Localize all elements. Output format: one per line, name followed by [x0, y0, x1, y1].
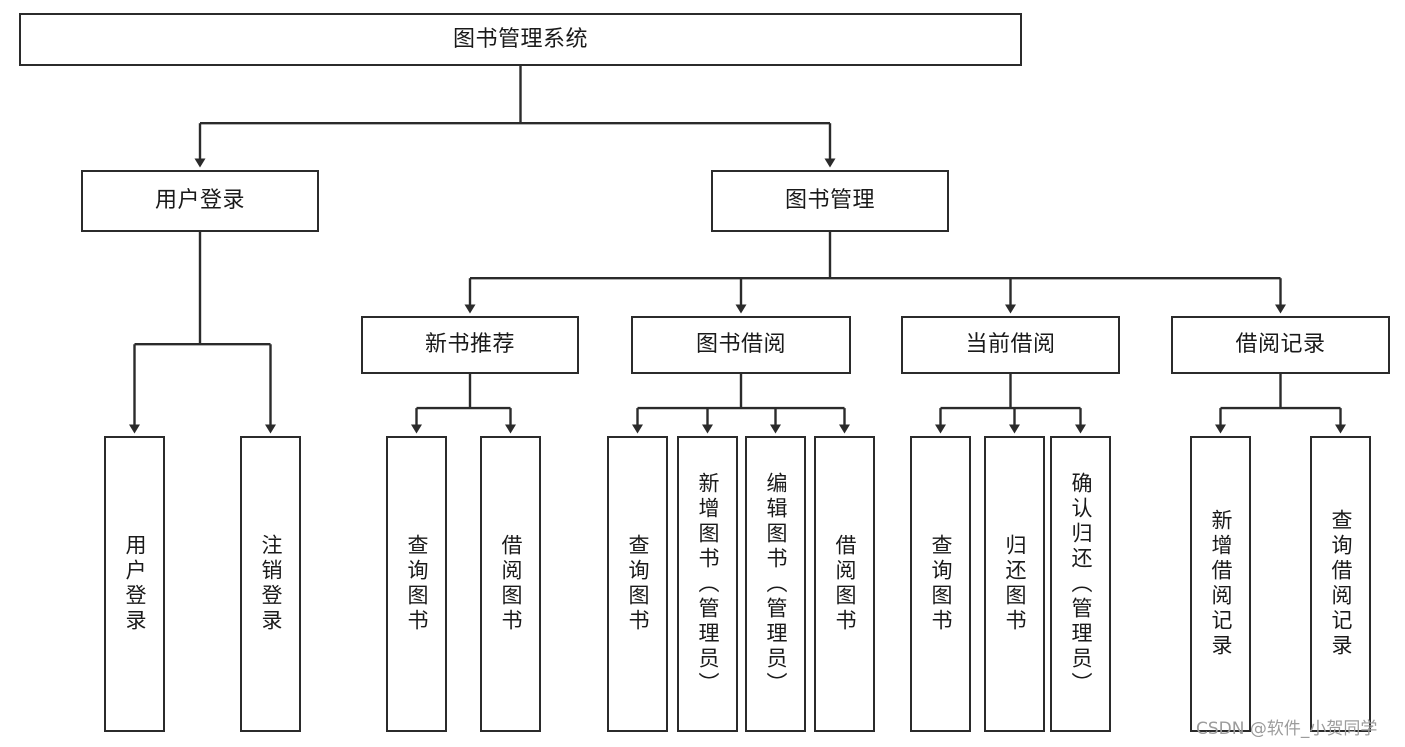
node-leaf_user_login[interactable]: 用户登录 — [104, 436, 165, 732]
node-label: 新书推荐 — [424, 332, 515, 358]
node-label: 图书管理系统 — [452, 26, 588, 52]
node-label: 归还图书 — [1003, 534, 1027, 634]
node-leaf_confirm_return[interactable]: 确认归还（管理员） — [1050, 436, 1111, 732]
node-root[interactable]: 图书管理系统 — [19, 13, 1022, 66]
node-label: 图书管理 — [784, 188, 875, 214]
node-label: 查询图书 — [405, 534, 429, 634]
node-leaf_query_book_2[interactable]: 查询图书 — [607, 436, 668, 732]
node-label: 新增借阅记录 — [1209, 509, 1233, 659]
connector-bus — [940, 374, 1081, 410]
node-label: 借阅图书 — [833, 534, 857, 634]
node-label: 用户登录 — [154, 188, 245, 214]
node-label: 图书借阅 — [695, 332, 786, 358]
connector-bus — [637, 374, 845, 410]
node-leaf_add_book[interactable]: 新增图书（管理员） — [677, 436, 738, 732]
connector-bus — [1220, 374, 1341, 410]
node-new_book_rec[interactable]: 新书推荐 — [361, 316, 579, 374]
node-label: 当前借阅 — [965, 332, 1056, 358]
node-leaf_query_book_3[interactable]: 查询图书 — [910, 436, 971, 732]
node-label: 查询图书 — [626, 534, 650, 634]
connector-bus — [416, 374, 511, 410]
node-leaf_query_book_1[interactable]: 查询图书 — [386, 436, 447, 732]
connector-bus — [200, 66, 830, 125]
node-label: 注销登录 — [259, 534, 283, 634]
node-leaf_borrow_book_2[interactable]: 借阅图书 — [814, 436, 875, 732]
node-label: 编辑图书（管理员） — [764, 471, 788, 697]
node-label: 借阅记录 — [1235, 332, 1326, 358]
node-leaf_logout[interactable]: 注销登录 — [240, 436, 301, 732]
node-borrow_record[interactable]: 借阅记录 — [1171, 316, 1390, 374]
connector-bus — [134, 232, 271, 346]
node-label: 查询图书 — [929, 534, 953, 634]
node-leaf_edit_book[interactable]: 编辑图书（管理员） — [745, 436, 806, 732]
node-leaf_return_book[interactable]: 归还图书 — [984, 436, 1045, 732]
node-book_borrow[interactable]: 图书借阅 — [631, 316, 851, 374]
node-leaf_add_record[interactable]: 新增借阅记录 — [1190, 436, 1251, 732]
node-user_login[interactable]: 用户登录 — [81, 170, 319, 232]
node-current_borrow[interactable]: 当前借阅 — [901, 316, 1120, 374]
node-leaf_borrow_book_1[interactable]: 借阅图书 — [480, 436, 541, 732]
node-label: 确认归还（管理员） — [1069, 471, 1093, 697]
watermark-text: CSDN @软件_小贺同学 — [1196, 719, 1378, 739]
node-label: 用户登录 — [123, 534, 147, 634]
node-label: 借阅图书 — [499, 534, 523, 634]
node-label: 查询借阅记录 — [1329, 509, 1353, 659]
connector-bus — [470, 232, 1281, 280]
node-book_mgmt[interactable]: 图书管理 — [711, 170, 949, 232]
node-label: 新增图书（管理员） — [696, 471, 720, 697]
node-leaf_query_record[interactable]: 查询借阅记录 — [1310, 436, 1371, 732]
